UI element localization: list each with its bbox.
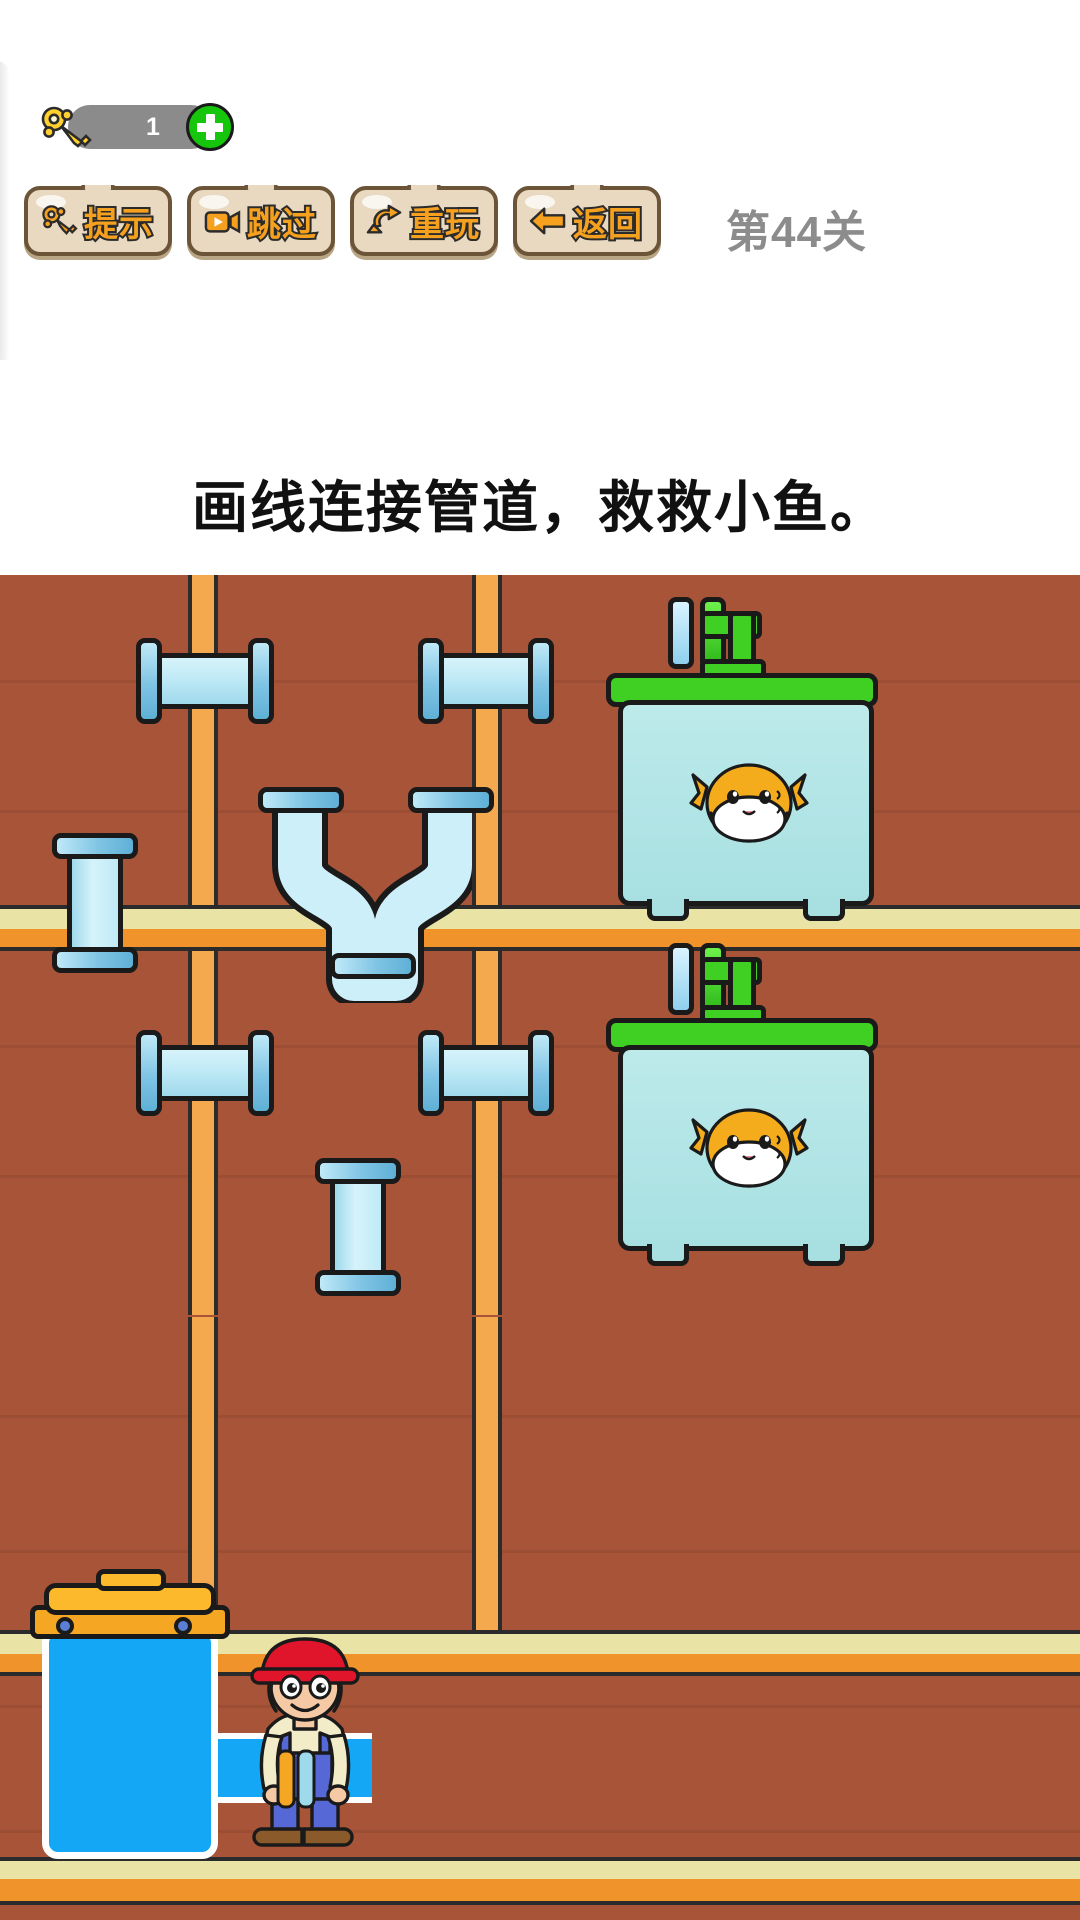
action-button-row: 提示 跳过 重玩 [24, 186, 661, 256]
top-panel: 1 提示 [0, 0, 1080, 575]
machine-bolt [56, 1617, 74, 1635]
replay-button-label: 重玩 [408, 204, 481, 246]
brick-line [0, 1415, 1080, 1418]
brick-line [0, 810, 1080, 813]
brick-line [0, 1830, 1080, 1833]
back-button-label: 返回 [571, 204, 644, 246]
hint-button[interactable]: 提示 [24, 186, 172, 256]
water-source-machine[interactable] [24, 1569, 372, 1863]
video-icon [204, 210, 241, 234]
wooden-post [472, 1317, 502, 1642]
skip-button-label: 跳过 [245, 204, 318, 246]
replay-button[interactable]: 重玩 [350, 186, 498, 256]
instruction-text: 画线连接管道，救救小鱼。 [192, 476, 888, 539]
key-icon [41, 106, 92, 148]
pufferfish-icon [689, 763, 809, 843]
game-board[interactable] [0, 575, 1080, 1920]
machine-handle [96, 1569, 166, 1591]
back-arrow-icon [529, 207, 566, 235]
wooden-shelf [0, 905, 1080, 951]
back-button[interactable]: 返回 [513, 186, 661, 256]
machine-bolt [174, 1617, 192, 1635]
tank-body [618, 700, 874, 921]
plumber-character [250, 1637, 360, 1847]
replay-icon [366, 204, 402, 234]
key-count-value: 1 [146, 112, 161, 141]
pufferfish-icon [689, 1108, 809, 1188]
hint-button-label: 提示 [82, 204, 155, 246]
machine-body [42, 1627, 218, 1859]
tank-body [618, 1045, 874, 1266]
brick-line [0, 1550, 1080, 1553]
floor-shelf [0, 1857, 1080, 1905]
tank-inlet-pipe [668, 943, 694, 1015]
level-indicator: 第44关 [726, 208, 867, 257]
key-icon [42, 205, 78, 236]
skip-button[interactable]: 跳过 [187, 186, 335, 256]
brick-line [0, 1175, 1080, 1178]
add-key-button[interactable] [186, 103, 234, 151]
brick-line [0, 1705, 1080, 1708]
page-edge-decoration [0, 60, 10, 360]
tank-inlet-pipe [668, 597, 694, 669]
